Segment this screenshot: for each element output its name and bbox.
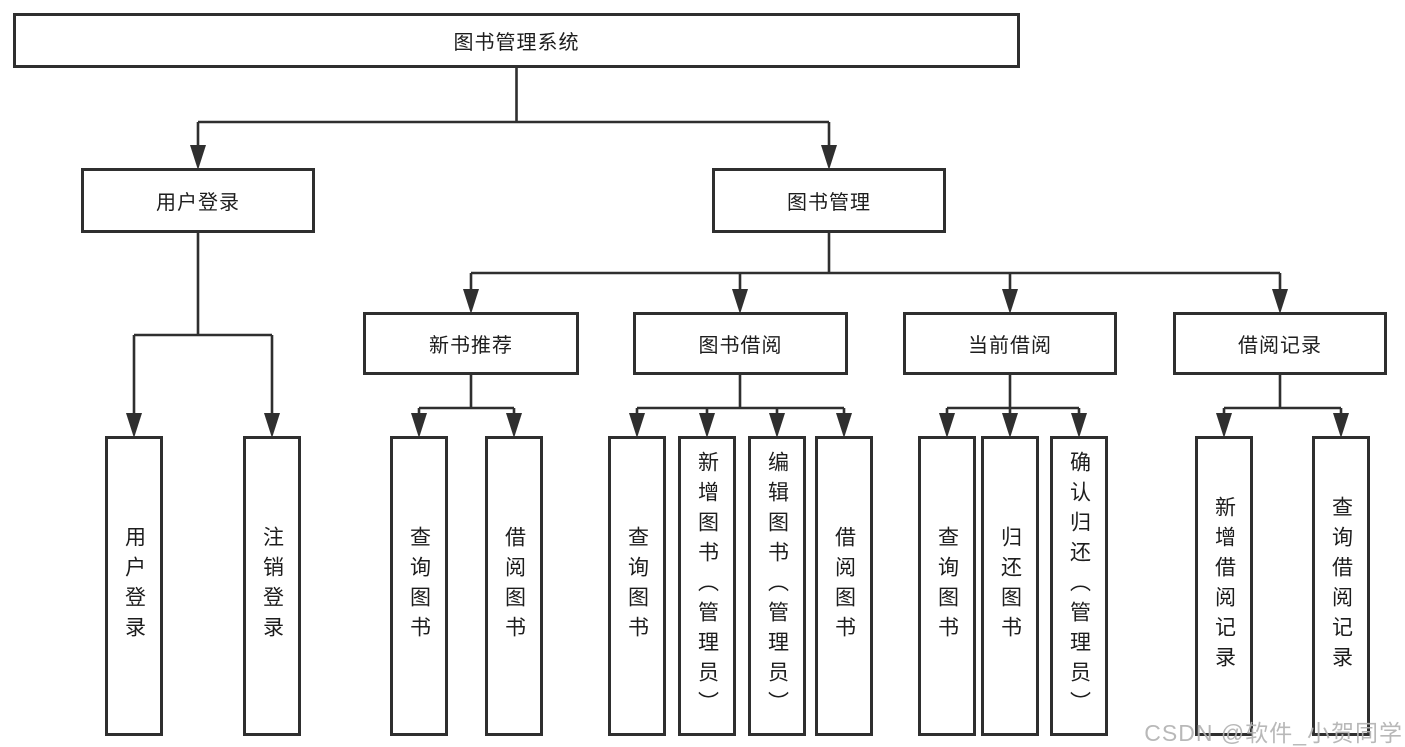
arrow-icon (463, 289, 479, 314)
leaf-node-borrow-books-recommend: 借阅图书 (485, 436, 543, 736)
module-node-label: 图书借阅 (698, 335, 783, 357)
arrow-icon (190, 145, 206, 170)
leaf-node-label: 确认归还（管理员） (1067, 451, 1091, 721)
leaf-node-label: 编辑图书（管理员） (765, 451, 789, 721)
arrow-icon (126, 413, 142, 438)
leaf-node-add-books-admin: 新增图书（管理员） (678, 436, 736, 736)
module-node-label: 借阅记录 (1238, 335, 1322, 357)
leaf-node-logout: 注销登录 (243, 436, 301, 736)
leaf-node-label: 借阅图书 (832, 526, 856, 646)
leaf-node-query-books-current: 查询图书 (918, 436, 976, 736)
leaf-node-borrow-books: 借阅图书 (815, 436, 873, 736)
leaf-node-add-borrow-record: 新增借阅记录 (1195, 436, 1253, 736)
arrow-icon (769, 413, 785, 438)
leaf-node-label: 查询借阅记录 (1329, 496, 1353, 676)
leaf-node-label: 查询图书 (407, 526, 431, 646)
leaf-node-query-books-recommend: 查询图书 (390, 436, 448, 736)
arrow-icon (1002, 289, 1018, 314)
arrow-icon (699, 413, 715, 438)
leaf-node-user-login: 用户登录 (105, 436, 163, 736)
arrow-icon (1333, 413, 1349, 438)
leaf-node-label: 注销登录 (260, 526, 284, 646)
arrow-icon (411, 413, 427, 438)
csdn-watermark: CSDN @软件_小贺同学 (1144, 720, 1403, 746)
arrow-icon (1272, 289, 1288, 314)
leaf-node-label: 查询图书 (935, 526, 959, 646)
arrowheads (126, 145, 1349, 438)
branch-node-label: 用户登录 (156, 192, 240, 214)
arrow-icon (1071, 413, 1087, 438)
arrow-icon (939, 413, 955, 438)
root-node-library-management-system: 图书管理系统 (13, 13, 1020, 68)
branch-node-book-management: 图书管理 (712, 168, 946, 233)
arrow-icon (732, 289, 748, 314)
leaf-node-label: 用户登录 (122, 526, 146, 646)
module-node-label: 当前借阅 (968, 335, 1052, 357)
leaf-node-label: 新增借阅记录 (1212, 496, 1236, 676)
module-node-label: 新书推荐 (429, 335, 513, 357)
leaf-node-label: 新增图书（管理员） (695, 451, 719, 721)
module-node-new-book-recommendation: 新书推荐 (363, 312, 579, 375)
arrow-icon (821, 145, 837, 170)
arrow-icon (506, 413, 522, 438)
arrow-icon (264, 413, 280, 438)
module-node-current-borrowing: 当前借阅 (903, 312, 1117, 375)
arrow-icon (1216, 413, 1232, 438)
arrow-icon (629, 413, 645, 438)
module-node-borrowing-records: 借阅记录 (1173, 312, 1387, 375)
branch-node-label: 图书管理 (787, 192, 871, 214)
leaf-node-confirm-return-admin: 确认归还（管理员） (1050, 436, 1108, 736)
leaf-node-edit-books-admin: 编辑图书（管理员） (748, 436, 806, 736)
leaf-node-query-borrow-record: 查询借阅记录 (1312, 436, 1370, 736)
branch-node-user-login: 用户登录 (81, 168, 315, 233)
leaf-node-label: 借阅图书 (502, 526, 526, 646)
arrow-icon (1002, 413, 1018, 438)
module-node-book-borrowing: 图书借阅 (633, 312, 848, 375)
leaf-node-label: 查询图书 (625, 526, 649, 646)
arrow-icon (836, 413, 852, 438)
root-node-label: 图书管理系统 (453, 32, 580, 54)
leaf-node-label: 归还图书 (998, 526, 1022, 646)
leaf-node-return-books: 归还图书 (981, 436, 1039, 736)
leaf-node-query-books-borrowing: 查询图书 (608, 436, 666, 736)
